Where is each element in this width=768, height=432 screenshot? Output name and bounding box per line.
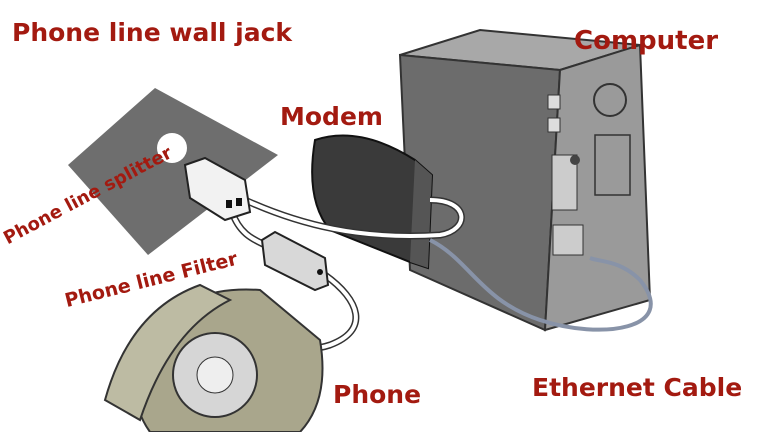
label-computer: Computer xyxy=(574,26,719,56)
phone-line-filter xyxy=(260,230,330,292)
ethernet-cable-line xyxy=(429,238,653,332)
computer-tower xyxy=(398,28,652,332)
wall-plate xyxy=(68,88,278,255)
label-ethernet-cable: Ethernet Cable xyxy=(532,373,743,402)
label-phone-line-wall-jack: Phone line wall jack xyxy=(12,18,293,47)
rotary-phone xyxy=(103,283,324,432)
label-modem: Modem xyxy=(280,102,383,131)
label-phone: Phone xyxy=(333,380,422,409)
phone-line-splitter xyxy=(183,156,252,222)
